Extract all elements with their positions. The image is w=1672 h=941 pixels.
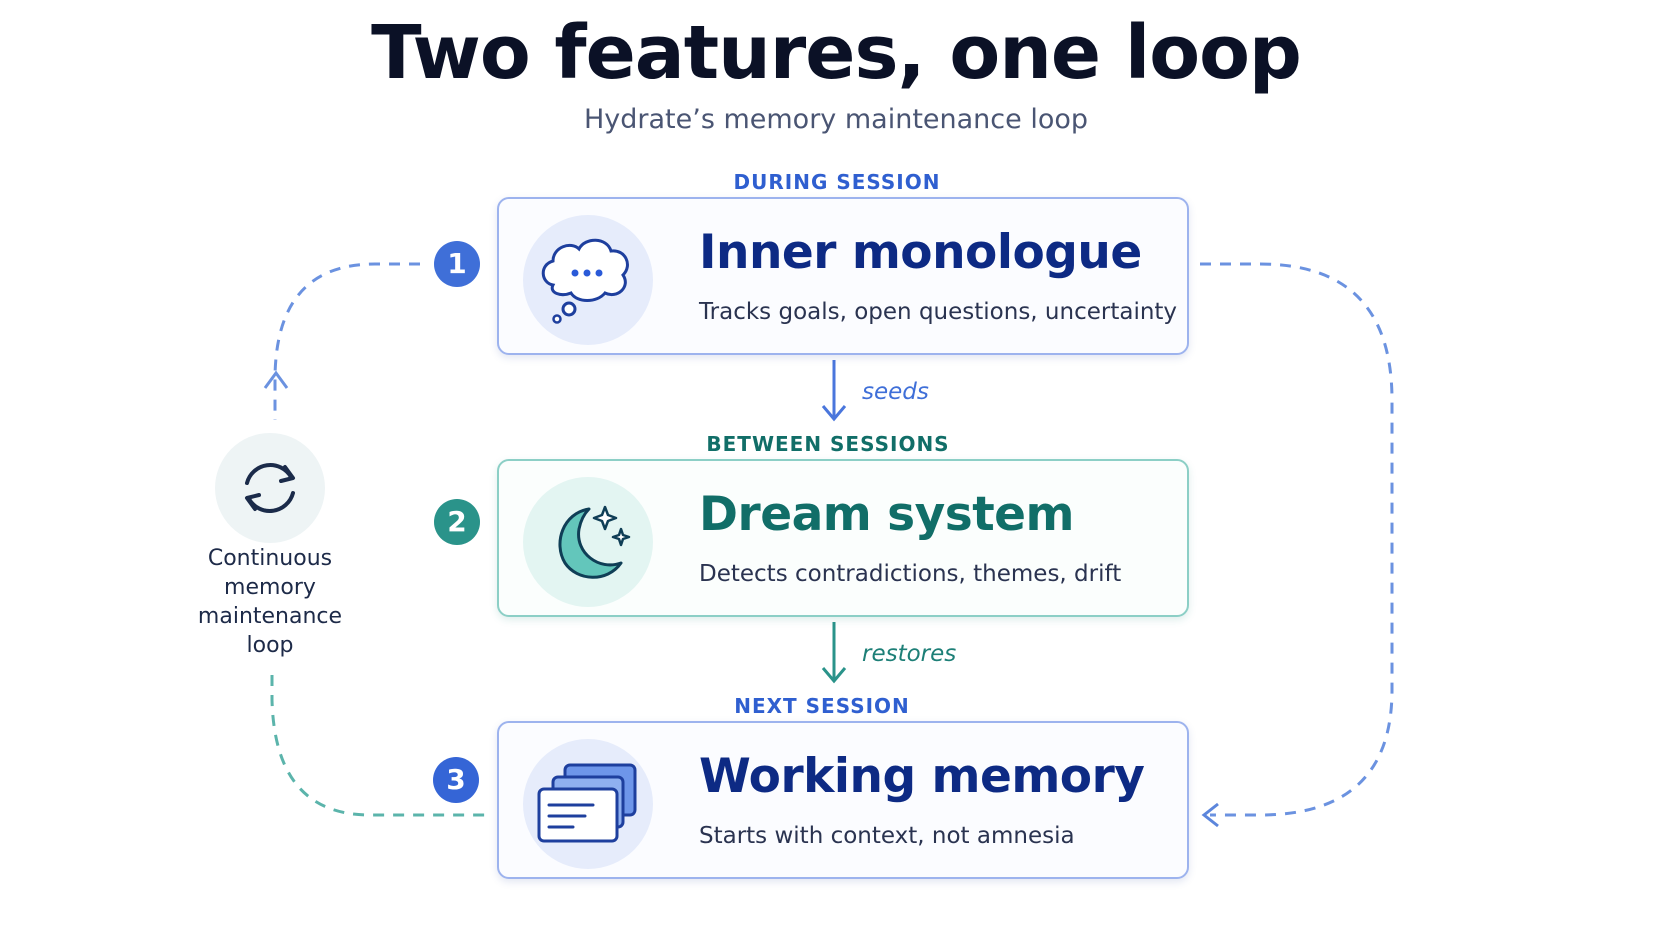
stacked-cards-icon — [537, 763, 637, 843]
card-title: Working memory — [699, 749, 1145, 804]
refresh-icon — [245, 463, 295, 513]
icon-circle — [523, 477, 653, 607]
page-title: Two features, one loop — [371, 10, 1302, 96]
left-loop-bottom-dashed — [270, 675, 492, 817]
thought-bubble-icon — [541, 238, 629, 324]
loop-label: Continuous memory maintenance loop — [197, 546, 343, 658]
connector-label-seeds: seeds — [862, 379, 929, 405]
connector-label-restores: restores — [862, 641, 957, 667]
step-badge-1: 1 — [434, 241, 480, 287]
left-loop-top-dashed — [273, 262, 420, 420]
card-description: Starts with context, not amnesia — [699, 823, 1075, 849]
step-badge-3: 3 — [433, 757, 479, 803]
card-working-memory: Working memory Starts with context, not … — [497, 721, 1189, 879]
icon-circle — [523, 739, 653, 869]
card-title: Inner monologue — [699, 225, 1142, 280]
card-title: Dream system — [699, 487, 1075, 542]
stage-label-next-session: NEXT SESSION — [734, 694, 910, 718]
card-dream-system: Dream system Detects contradictions, the… — [497, 459, 1189, 617]
left-loop-up-arrowhead — [263, 370, 289, 389]
moon-stars-icon — [558, 505, 631, 579]
card-description: Tracks goals, open questions, uncertaint… — [699, 299, 1178, 325]
card-inner-monologue: Inner monologue Tracks goals, open quest… — [497, 197, 1189, 355]
stage-label-between-sessions: BETWEEN SESSIONS — [706, 432, 950, 456]
step-badge-2: 2 — [434, 499, 480, 545]
stage-label-during-session: DURING SESSION — [733, 170, 941, 194]
right-loop-arrowhead — [1201, 802, 1219, 828]
right-loop-dashed — [1200, 262, 1394, 817]
icon-circle — [523, 215, 653, 345]
loop-icon-circle — [215, 433, 325, 543]
page-subtitle: Hydrate’s memory maintenance loop — [583, 104, 1089, 135]
card-description: Detects contradictions, themes, drift — [699, 561, 1122, 587]
